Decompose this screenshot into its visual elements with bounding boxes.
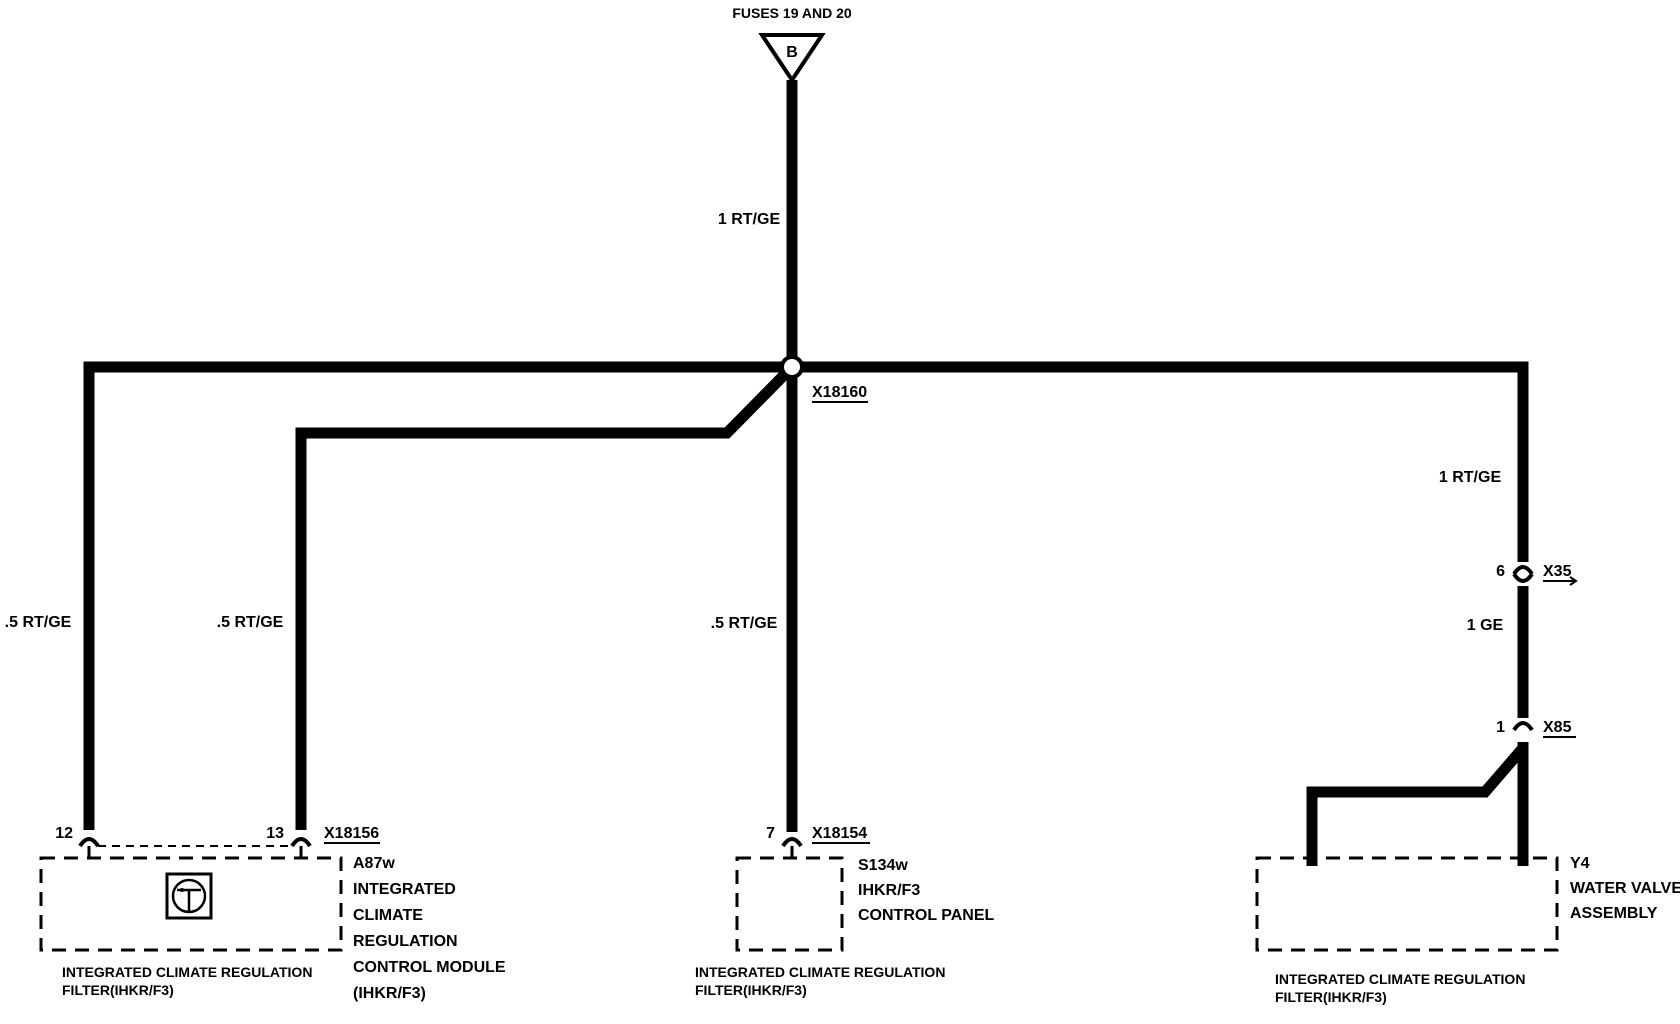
connector-x85-id: X85 xyxy=(1543,719,1572,736)
connector-x85-icon xyxy=(1512,721,1534,732)
y4-line-3: ASSEMBLY xyxy=(1570,905,1658,922)
y4-line-2: WATER VALVE xyxy=(1570,880,1680,897)
wire-bus-left xyxy=(83,361,792,830)
s134w-line-3: CONTROL PANEL xyxy=(858,907,995,924)
a87w-line-6: (IHKR/F3) xyxy=(353,985,426,1002)
s134w-caption-1: INTEGRATED CLIMATE REGULATION xyxy=(695,964,945,980)
s134w-module-box xyxy=(735,856,844,952)
connector-x35-icon xyxy=(1512,565,1534,583)
s134w-line-2: IHKR/F3 xyxy=(858,882,920,899)
svg-text:B: B xyxy=(786,44,798,61)
a87w-line-3: CLIMATE xyxy=(353,907,423,924)
a87w-pin-12: 12 xyxy=(55,825,73,842)
y4-caption-1: INTEGRATED CLIMATE REGULATION xyxy=(1275,971,1525,987)
y4-module-box xyxy=(1255,856,1559,952)
control-module-icon xyxy=(165,872,213,920)
connector-x35-pin: 6 xyxy=(1496,563,1505,580)
a87w-line-5: CONTROL MODULE xyxy=(353,959,506,976)
wire-branch-c-label: .5 RT/GE xyxy=(711,615,778,632)
a87w-module-box xyxy=(39,856,343,952)
y4-line-1: Y4 xyxy=(1570,855,1590,872)
a87w-caption-2: FILTER(IHKR/F3) xyxy=(62,982,174,998)
wire-branch-b-label: .5 RT/GE xyxy=(217,614,284,631)
wire-branch-a-label: .5 RT/GE xyxy=(5,614,72,631)
wire-bus-right xyxy=(792,361,1529,562)
fuse-label: FUSES 19 AND 20 xyxy=(732,5,852,21)
splice-label: X18160 xyxy=(812,384,867,401)
wire-y4-left xyxy=(1306,744,1528,866)
connector-x18156-icon xyxy=(78,837,312,848)
a87w-line-1: A87w xyxy=(353,855,395,872)
fuse-terminal-icon: B xyxy=(758,33,826,84)
connector-x85-pin: 1 xyxy=(1496,719,1505,736)
a87w-line-2: INTEGRATED xyxy=(353,881,456,898)
a87w-pin-13: 13 xyxy=(266,825,284,842)
a87w-connector-id: X18156 xyxy=(324,825,379,842)
splice-point xyxy=(780,355,804,379)
wire-main-label: 1 RT/GE xyxy=(718,211,781,228)
a87w-line-4: REGULATION xyxy=(353,933,458,950)
a87w-caption-1: INTEGRATED CLIMATE REGULATION xyxy=(62,964,312,980)
connector-x18154-icon xyxy=(781,837,803,848)
s134w-caption-2: FILTER(IHKR/F3) xyxy=(695,982,807,998)
y4-caption-2: FILTER(IHKR/F3) xyxy=(1275,989,1387,1005)
connector-x35-id: X35 xyxy=(1543,563,1572,580)
wire-branch-13 xyxy=(295,363,796,830)
wire-branch-d-upper-label: 1 RT/GE xyxy=(1439,469,1502,486)
s134w-connector-id: X18154 xyxy=(812,825,867,842)
s134w-line-1: S134w xyxy=(858,857,908,874)
s134w-pin: 7 xyxy=(766,825,775,842)
wire-branch-d-lower-label: 1 GE xyxy=(1467,617,1504,634)
